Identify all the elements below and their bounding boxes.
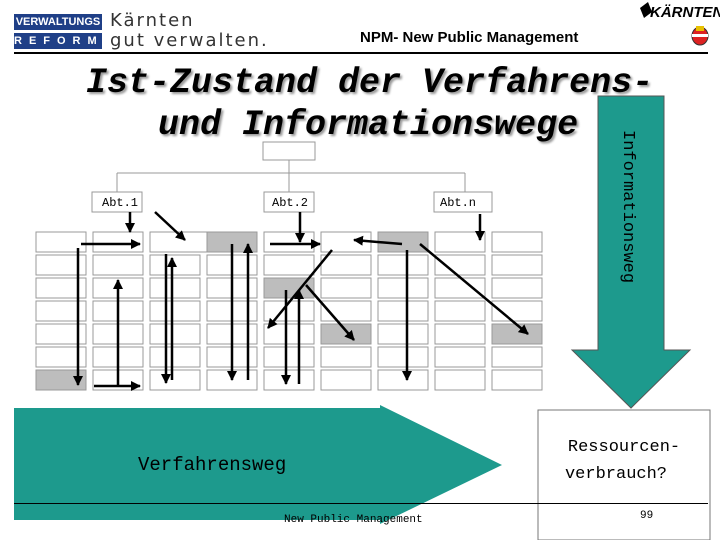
header-divider xyxy=(14,52,708,54)
org-chart xyxy=(91,141,493,213)
resource-box xyxy=(537,409,711,540)
brick-grid xyxy=(35,231,543,391)
verwaltungs-logo-top: VERWALTUNGS xyxy=(14,14,102,30)
title-line-1: Ist-Zustand der Verfahrens- xyxy=(86,63,654,103)
header-title: NPM- New Public Management xyxy=(360,29,579,46)
flow-arrow xyxy=(353,235,403,246)
information-arrow-label: Informationsweg xyxy=(618,130,637,283)
title-line-2: und Informationswege xyxy=(158,105,579,145)
org-top-box xyxy=(262,141,316,161)
kaernten-logo-text: KÄRNTEN xyxy=(650,4,720,21)
resource-label-1: Ressourcen- xyxy=(568,438,680,457)
logo-text-gut-verwalten: gut verwalten. xyxy=(110,30,269,51)
dept-box-n xyxy=(433,191,493,213)
dept-label-n: Abt.n xyxy=(440,196,476,210)
information-arrow xyxy=(570,95,692,409)
kaernten-logo xyxy=(640,2,709,46)
logo-text-kaernten: Kärnten xyxy=(110,10,195,31)
dept-box-1 xyxy=(91,191,143,213)
dept-label-2: Abt.2 xyxy=(272,196,308,210)
flow-arrow xyxy=(305,284,355,341)
dept-box-2 xyxy=(263,191,315,213)
dept-label-1: Abt.1 xyxy=(102,196,138,210)
flow-arrow xyxy=(154,211,186,241)
flow-arrows xyxy=(73,211,529,391)
process-arrow xyxy=(14,405,502,524)
footer-divider xyxy=(14,503,708,504)
resource-label-2: verbrauch? xyxy=(565,465,667,484)
flow-arrow xyxy=(419,243,529,335)
page-number: 99 xyxy=(640,510,654,522)
flow-arrow xyxy=(267,249,333,329)
reform-logo-bottom: REFORM xyxy=(14,33,104,49)
logo-flag-icon xyxy=(640,2,652,18)
footer-text: New Public Management xyxy=(284,514,423,526)
process-arrow-label: Verfahrensweg xyxy=(138,454,286,476)
